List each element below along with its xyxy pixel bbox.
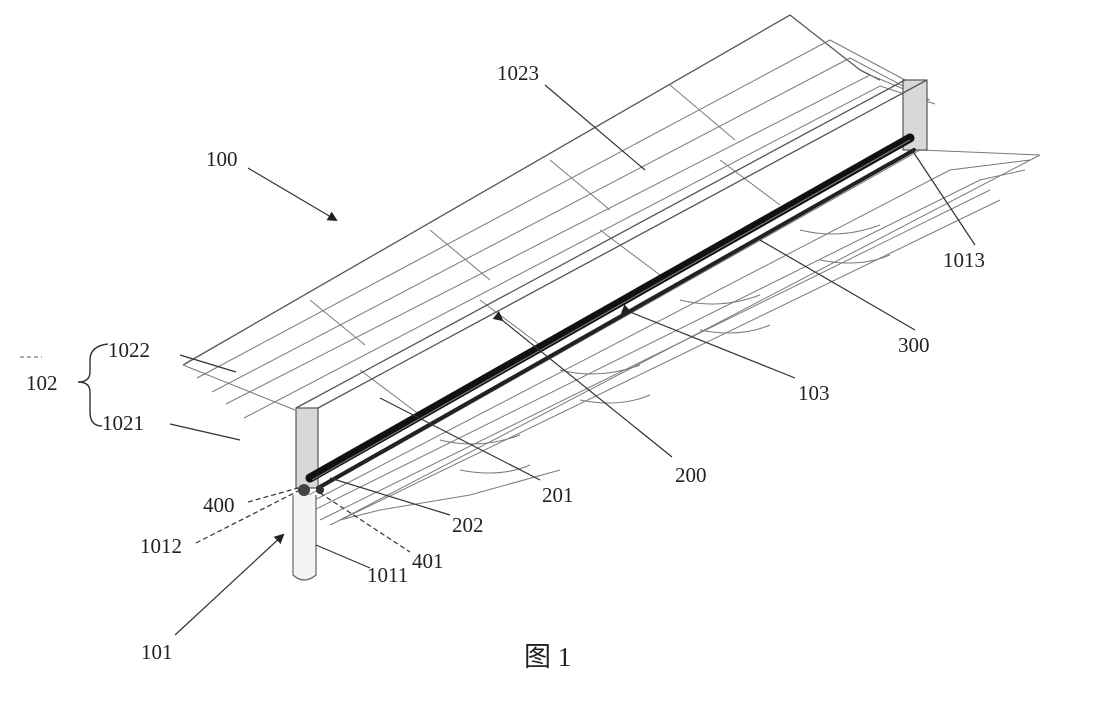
support-post (293, 484, 324, 580)
leader-401 (320, 493, 410, 552)
leader-100 (248, 168, 336, 220)
receiver-tube (310, 138, 914, 488)
leader-1021 (170, 424, 240, 440)
figure-caption: 图 1 (524, 642, 571, 672)
label-1012: 1012 (140, 534, 182, 558)
leader-1011 (316, 545, 370, 568)
leader-300 (760, 240, 915, 330)
mirror-panels (183, 15, 935, 418)
label-1022: 1022 (108, 338, 150, 362)
leader-1023 (545, 85, 645, 170)
leader-200 (502, 320, 672, 457)
collector-drawing (183, 15, 1040, 580)
label-102: 102 (26, 371, 58, 395)
label-300: 300 (898, 333, 930, 357)
label-401: 401 (412, 549, 444, 573)
leader-202 (330, 478, 450, 515)
label-201: 201 (542, 483, 574, 507)
leader-1013 (912, 150, 975, 245)
label-1021: 1021 (102, 411, 144, 435)
leader-101 (175, 535, 283, 635)
label-200: 200 (675, 463, 707, 487)
label-1013: 1013 (943, 248, 985, 272)
label-1011: 1011 (367, 563, 408, 587)
leader-103 (630, 312, 795, 378)
label-103: 103 (798, 381, 830, 405)
leader-1022 (180, 355, 236, 372)
label-100: 100 (206, 147, 238, 171)
label-202: 202 (452, 513, 484, 537)
label-101: 101 (141, 640, 173, 664)
label-1023: 1023 (497, 61, 539, 85)
label-400: 400 (203, 493, 235, 517)
